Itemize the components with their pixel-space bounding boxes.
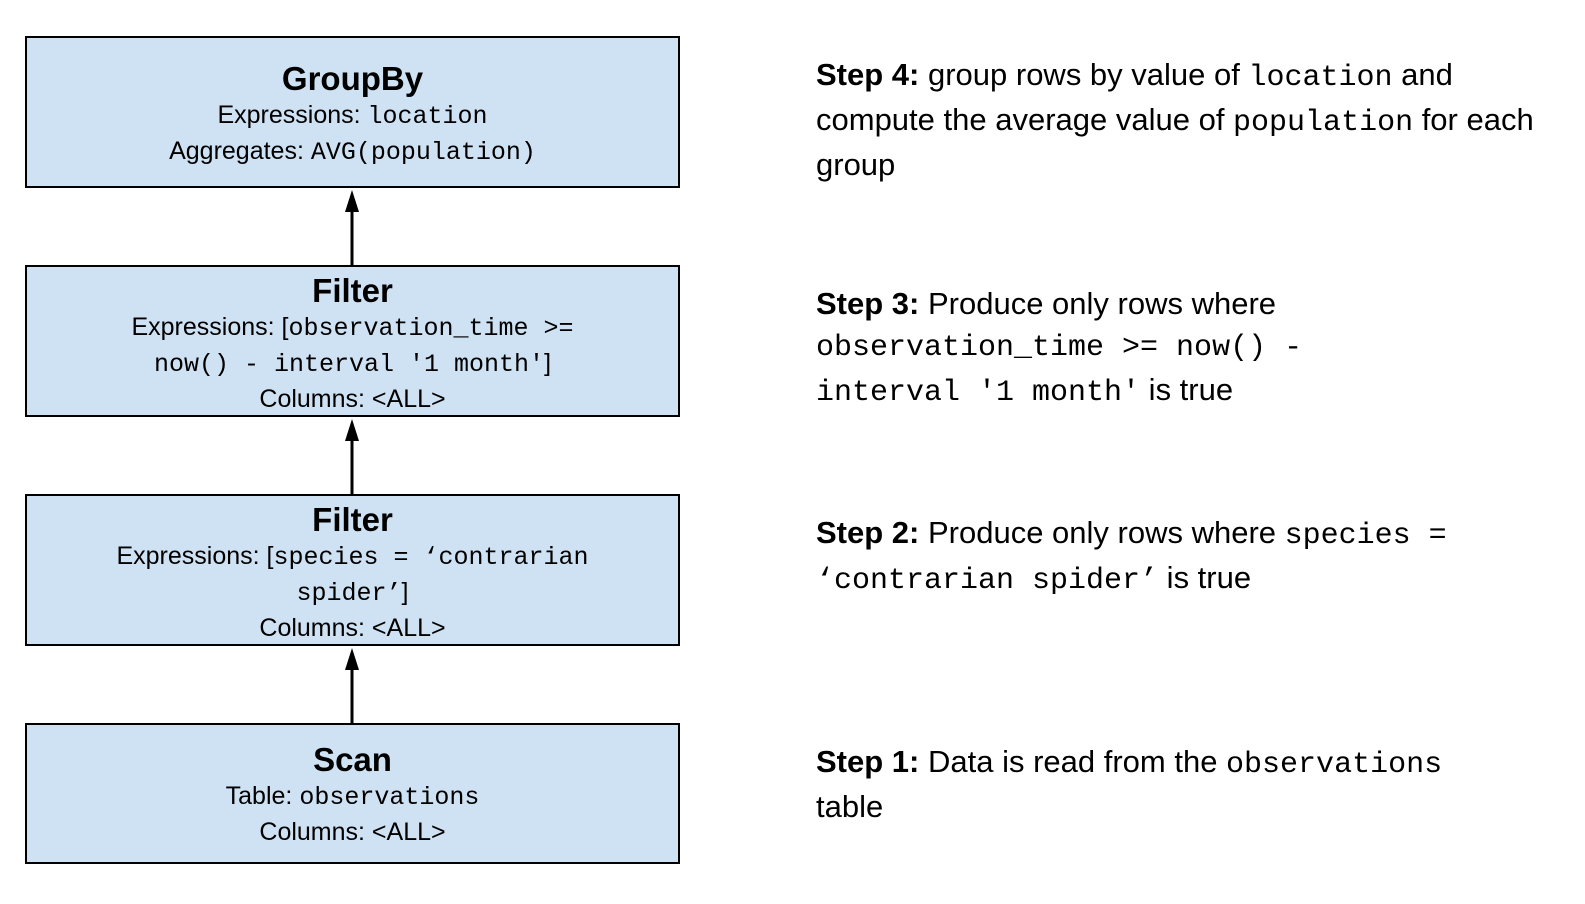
groupby-expr-code: location: [367, 102, 488, 131]
step-1-line-2: table: [816, 786, 1556, 827]
step-2-description: Step 2: Produce only rows where species …: [816, 512, 1556, 602]
filter-time-expressions-cont: now() - interval '1 month']: [27, 346, 678, 382]
step-1-text-2: table: [816, 789, 884, 824]
step-2-code-2: ‘contrarian spider’: [816, 564, 1159, 598]
step-3-code-1: observation_time >= now() -: [816, 331, 1303, 365]
filter-time-expr-close: ]: [544, 349, 552, 377]
step-2-label: Step 2:: [816, 515, 920, 550]
groupby-node: GroupBy Expressions: location Aggregates…: [25, 36, 680, 188]
step-4-description: Step 4: group rows by value of location …: [816, 54, 1556, 185]
filter-species-title: Filter: [312, 501, 393, 538]
arrow-filter-time-to-groupby: [345, 190, 359, 265]
step-4-text-1: group rows by value of: [919, 57, 1249, 92]
scan-node: Scan Table: observations Columns: <ALL>: [25, 723, 680, 864]
groupby-agg-code: AVG(population): [310, 138, 536, 167]
step-1-text-1: Data is read from the: [919, 744, 1227, 779]
scan-table-code: observations: [299, 783, 480, 812]
step-3-description: Step 3: Produce only rows where observat…: [816, 283, 1556, 414]
scan-table-label: Table:: [225, 782, 300, 810]
step-3-line-3: interval '1 month' is true: [816, 369, 1556, 414]
filter-species-columns: Columns: <ALL>: [259, 614, 446, 642]
groupby-title: GroupBy: [281, 60, 424, 97]
filter-species-expressions: Expressions: [species = ‘contrarian: [27, 539, 678, 575]
filter-time-columns: Columns: <ALL>: [259, 385, 446, 413]
step-3-code-2: interval '1 month': [816, 376, 1141, 410]
filter-time-expr-code-1: observation_time >=: [288, 314, 574, 343]
filter-species-expr-close: ]: [401, 578, 409, 606]
step-3-text-2: is true: [1140, 372, 1234, 407]
groupby-expr-label: Expressions:: [217, 101, 368, 129]
step-4-label: Step 4:: [816, 57, 920, 92]
step-1-label: Step 1:: [816, 744, 920, 779]
step-3-line-2: observation_time >= now() -: [816, 324, 1556, 369]
step-1-line-1: Step 1: Data is read from the observatio…: [816, 741, 1556, 786]
filter-species-expr-code-1: species = ‘contrarian: [273, 543, 589, 572]
step-4-code-2: population: [1233, 106, 1414, 140]
filter-time-expr-code-2: now() - interval '1 month': [153, 350, 545, 379]
step-2-text-1: Produce only rows where: [919, 515, 1285, 550]
scan-title: Scan: [313, 741, 392, 778]
filter-species-expr-code-2: spider’: [296, 579, 402, 608]
step-3-line-1: Step 3: Produce only rows where: [816, 283, 1556, 324]
step-4-text-2: and compute the average value of: [816, 57, 1453, 137]
step-3-label: Step 3:: [816, 286, 920, 321]
groupby-agg-label: Aggregates:: [169, 137, 311, 165]
step-1-code-1: observations: [1226, 748, 1443, 782]
step-1-description: Step 1: Data is read from the observatio…: [816, 741, 1556, 827]
step-2-code-1: species =: [1284, 519, 1447, 553]
filter-time-title: Filter: [312, 272, 393, 309]
step-2-text-2: is true: [1158, 560, 1252, 595]
filter-species-expressions-cont: spider’]: [27, 575, 678, 611]
step-2-line-2: ‘contrarian spider’ is true: [816, 557, 1556, 602]
step-2-line-1: Step 2: Produce only rows where species …: [816, 512, 1556, 557]
filter-time-node: Filter Expressions: [observation_time >=…: [25, 265, 680, 417]
arrow-scan-to-filter-species: [345, 648, 359, 723]
step-3-text-1: Produce only rows where: [919, 286, 1277, 321]
step-4-code-1: location: [1248, 61, 1393, 95]
filter-time-expr-label: Expressions: [: [131, 313, 289, 341]
filter-species-expr-label: Expressions: [: [116, 542, 274, 570]
filter-species-node: Filter Expressions: [species = ‘contrari…: [25, 494, 680, 646]
filter-time-expressions: Expressions: [observation_time >=: [27, 310, 678, 346]
scan-columns: Columns: <ALL>: [259, 818, 446, 846]
step-4-text-3: for each group: [816, 102, 1534, 182]
groupby-expressions: Expressions: location: [27, 98, 678, 134]
arrow-filter-species-to-filter-time: [345, 419, 359, 494]
groupby-aggregates: Aggregates: AVG(population): [27, 134, 678, 170]
scan-table: Table: observations: [27, 779, 678, 815]
